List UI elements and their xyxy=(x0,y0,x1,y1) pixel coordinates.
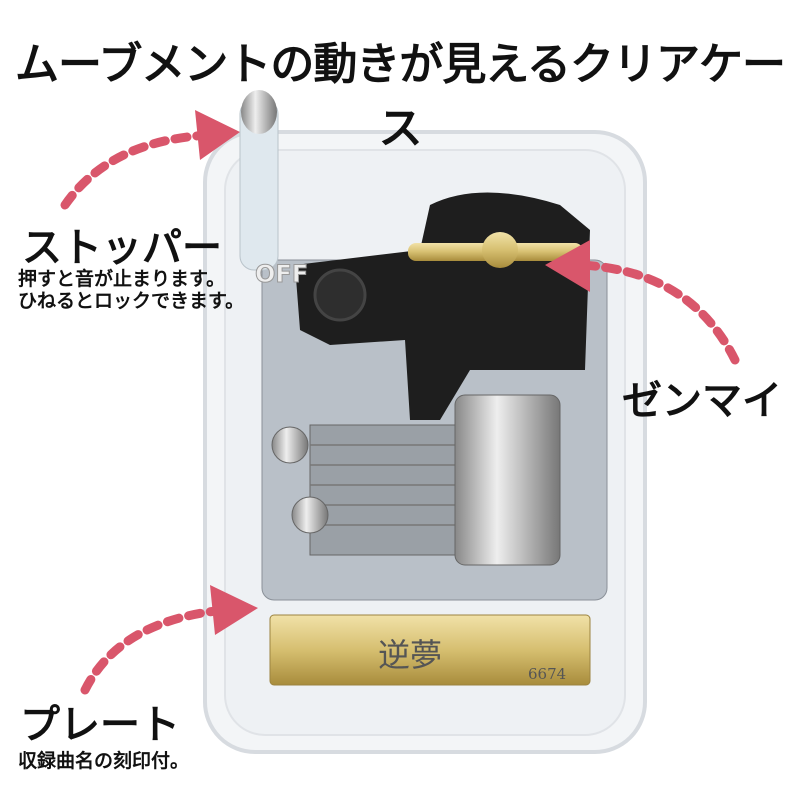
stopper-description: 押すと音が止まります。 ひねるとロックできます。 xyxy=(18,268,244,312)
plate-engraving: 逆夢 xyxy=(378,636,443,674)
arrow-head-stopper xyxy=(195,110,240,160)
cylinder xyxy=(454,394,561,566)
stopper-desc-line: ひねるとロックできます。 xyxy=(18,290,245,312)
stopper-label: ストッパー xyxy=(22,225,222,271)
arrow-head-plate xyxy=(210,585,258,635)
plate-description: 収録曲名の刻印付。 xyxy=(18,750,190,772)
page-title: ムーブメントの動きが見えるクリアケース xyxy=(14,39,786,154)
arrow-head-spring xyxy=(545,240,590,292)
stopper-desc-line: 押すと音が止まります。 xyxy=(18,268,226,290)
spring-label: ゼンマイ xyxy=(622,378,782,424)
arrows xyxy=(60,130,740,695)
plate-number: 6674 xyxy=(528,665,567,683)
plate-label: プレート xyxy=(20,702,180,748)
song-plate xyxy=(269,614,591,686)
stopper-marking: OFF xyxy=(254,260,309,289)
